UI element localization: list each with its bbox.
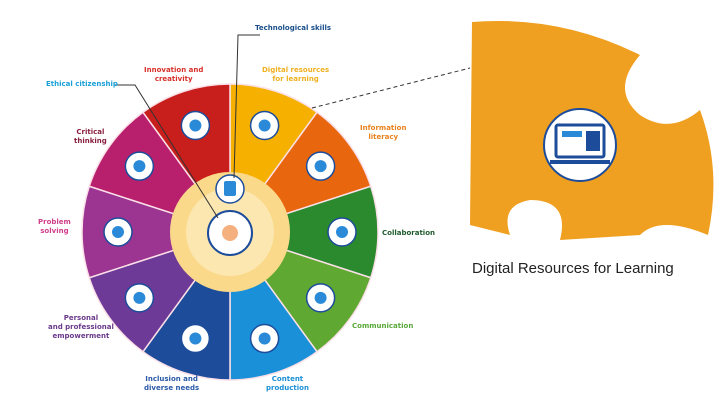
computer-screen-icon-panel bbox=[586, 131, 600, 151]
tablet-touch-icon-detail bbox=[224, 181, 236, 196]
label-problem-solving: Problem solving bbox=[38, 218, 71, 235]
target-icon-glyph bbox=[189, 332, 202, 345]
label-collaboration: Collaboration bbox=[382, 229, 436, 237]
computer-screen-icon-glyph bbox=[258, 119, 271, 132]
enlarged-piece-caption: Digital Resources for Learning bbox=[472, 260, 674, 277]
label-inclusion: Inclusion and diverse needs bbox=[144, 375, 200, 392]
podium-icon-glyph bbox=[133, 291, 146, 304]
label-innovation: Innovation and creativity bbox=[144, 66, 204, 83]
network-people-icon-glyph bbox=[336, 226, 348, 238]
label-critical-thinking: Critical thinking bbox=[74, 128, 107, 145]
label-technological-skills: Technological skills bbox=[255, 24, 332, 32]
label-digital-resources: Digital resources for learning bbox=[262, 66, 330, 83]
magnifier-documents-icon-glyph bbox=[314, 160, 327, 173]
spiral-target-icon-glyph bbox=[112, 226, 124, 238]
hands-icon-detail bbox=[222, 225, 238, 241]
label-communication: Communication bbox=[352, 322, 414, 330]
label-ethical-citizenship: Ethical citizenship bbox=[46, 80, 118, 88]
monitor-edit-icon-glyph bbox=[258, 332, 271, 345]
chat-bubbles-icon-glyph bbox=[314, 291, 327, 304]
computer-screen-icon-bar bbox=[562, 131, 582, 137]
computer-screen-icon-base bbox=[550, 160, 610, 164]
label-content-production: Content production bbox=[266, 375, 309, 392]
tech-leader-line bbox=[233, 34, 260, 179]
lightbulb-icon-glyph bbox=[189, 119, 202, 132]
ethics-leader-line bbox=[115, 84, 219, 219]
zoom-leader-line bbox=[311, 67, 471, 109]
brain-icon-glyph bbox=[133, 160, 146, 173]
label-empowerment: Personal and professional empowerment bbox=[48, 314, 114, 340]
label-information-literacy: Information literacy bbox=[360, 124, 407, 141]
